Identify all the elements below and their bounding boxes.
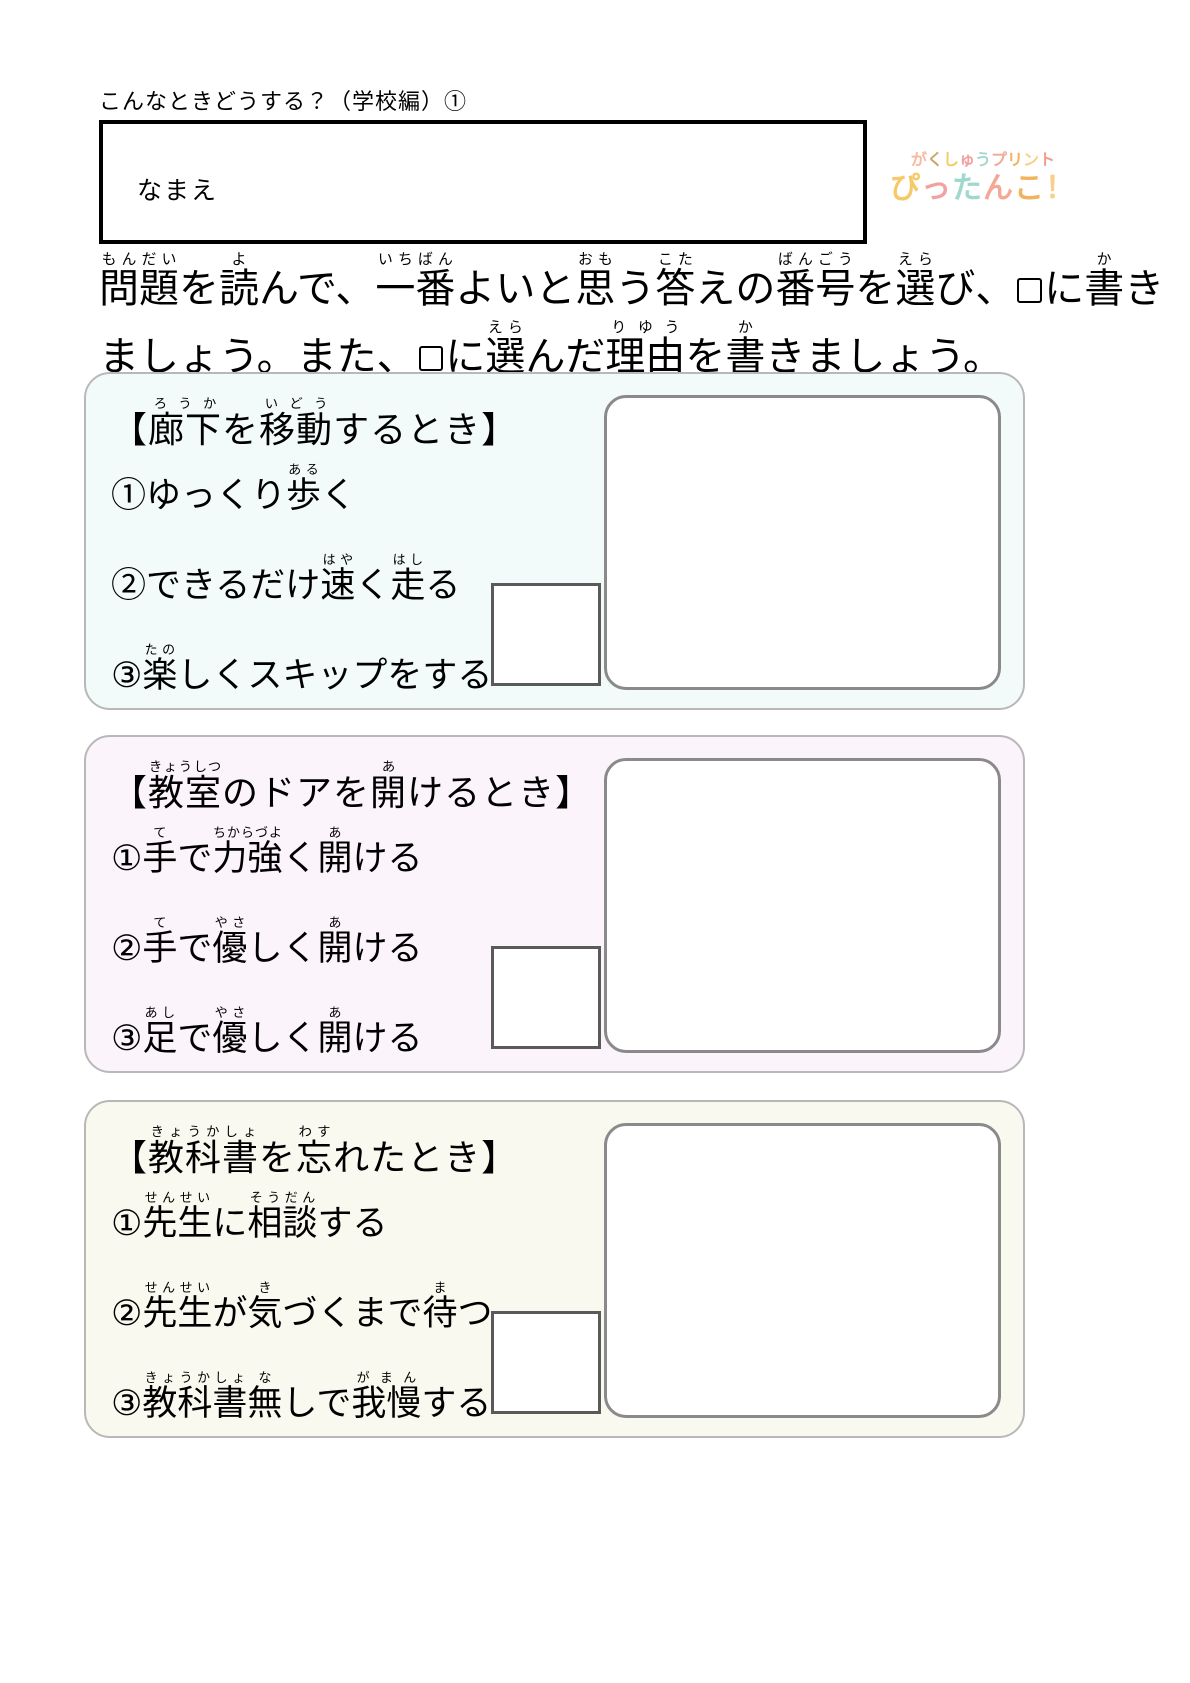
question-heading: 【教室きょうしつのドアを開あけるとき】: [111, 759, 593, 813]
logo-bottom-text: ぴったんこ！: [890, 171, 1076, 206]
ruby-text: 速はや: [320, 552, 356, 605]
option-list: ①先生せんせいに相談そうだんする ②先生せんせいが気きづくまで待まつ ③教科書きょう…: [111, 1190, 631, 1426]
page-title: こんなときどうする？（学校編）①: [99, 89, 468, 114]
instruction-line-1: 問題もんだいを読よんで、一番いちばんよいと思おもう答こたえの番号ばんごうを選えら…: [99, 252, 1165, 311]
ruby-text: 廊下ろうか: [148, 396, 223, 450]
ruby-text: 書か: [725, 320, 766, 379]
ruby-text: 忘わす: [296, 1124, 334, 1178]
question-heading: 【廊下ろうかを移動いどうするとき】: [111, 396, 519, 450]
name-label: なまえ: [137, 178, 219, 205]
ruby-text: 理由りゆう: [605, 320, 686, 379]
option-item[interactable]: ②先生せんせいが気きづくまで待まつ: [111, 1280, 493, 1333]
option-item[interactable]: ②手てで優やさしく開あける: [111, 915, 423, 968]
ruby-text: 待ま: [422, 1280, 458, 1333]
option-item[interactable]: ①ゆっくり歩あるく: [111, 462, 357, 515]
ruby-text: 相談そうだん: [247, 1190, 318, 1243]
ruby-text: 答こた: [655, 252, 696, 311]
reason-writing-box[interactable]: [604, 395, 1001, 690]
ruby-text: 教科書きょうかしょ: [148, 1124, 260, 1178]
ruby-text: 読よ: [219, 252, 259, 311]
instruction-text: 問題もんだいを読よんで、一番いちばんよいと思おもう答こたえの番号ばんごうを選えら…: [99, 252, 1165, 388]
ruby-text: 開あ: [317, 1005, 353, 1058]
ruby-text: 我慢がまん: [351, 1370, 422, 1423]
answer-number-box[interactable]: [491, 583, 601, 686]
ruby-text: 優やさ: [212, 915, 248, 968]
name-field[interactable]: なまえ: [99, 120, 867, 244]
question-card-2: 【教室きょうしつのドアを開あけるとき】 ①手てで力強ちからづよく開あける ②手てで…: [84, 735, 1025, 1073]
ruby-text: 番号ばんごう: [775, 252, 856, 311]
ruby-text: 先生せんせい: [142, 1190, 213, 1243]
ruby-text: 手て: [142, 825, 178, 878]
question-card-3: 【教科書きょうかしょを忘わすれたとき】 ①先生せんせいに相談そうだんする ②先生せ…: [84, 1100, 1025, 1438]
option-item[interactable]: ③楽たのしくスキップをする: [111, 642, 493, 695]
question-card-1: 【廊下ろうかを移動いどうするとき】 ①ゆっくり歩あるく ②できるだけ速はやく走はし…: [84, 372, 1025, 710]
ruby-text: 歩ある: [286, 462, 322, 515]
option-list: ①ゆっくり歩あるく ②できるだけ速はやく走はしる ③楽たのしくスキップをする: [111, 462, 631, 698]
option-item[interactable]: ③教科書きょうかしょ無なしで我慢がまんする: [111, 1370, 492, 1423]
ruby-text: 優やさ: [212, 1005, 248, 1058]
answer-square-glyph: [1017, 278, 1043, 303]
option-list: ①手てで力強ちからづよく開あける ②手てで優やさしく開あける ③足あしで優やさしく開…: [111, 825, 631, 1061]
ruby-text: 教室きょうしつ: [148, 759, 223, 813]
ruby-text: 楽たの: [142, 642, 178, 695]
answer-number-box[interactable]: [491, 946, 601, 1049]
instruction-line-2: ましょう。また、に選えらんだ理由りゆうを書かきましょう。: [99, 320, 1004, 379]
ruby-text: 開あ: [370, 759, 408, 813]
ruby-text: 先生せんせい: [142, 1280, 213, 1333]
ruby-text: 力強ちからづよ: [212, 825, 283, 878]
ruby-text: 足あし: [142, 1005, 178, 1058]
ruby-text: 手て: [142, 915, 178, 968]
logo-top-text: がくしゅうプリント: [910, 150, 1056, 169]
ruby-text: 選えら: [485, 320, 526, 379]
reason-writing-box[interactable]: [604, 758, 1001, 1053]
option-item[interactable]: ①先生せんせいに相談そうだんする: [111, 1190, 388, 1243]
ruby-text: 気き: [247, 1280, 283, 1333]
ruby-text: 開あ: [317, 825, 353, 878]
ruby-text: 一番いちばん: [375, 252, 456, 311]
reason-writing-box[interactable]: [604, 1123, 1001, 1418]
brand-logo: がくしゅうプリント ぴったんこ！: [890, 148, 1076, 220]
option-item[interactable]: ②できるだけ速はやく走はしる: [111, 552, 461, 605]
ruby-text: 思おも: [575, 252, 616, 311]
ruby-text: 移動いどう: [259, 396, 334, 450]
ruby-text: 問題もんだい: [99, 252, 179, 311]
ruby-text: 選えら: [895, 252, 936, 311]
ruby-text: 書か: [1084, 252, 1125, 311]
question-heading: 【教科書きょうかしょを忘わすれたとき】: [111, 1124, 519, 1178]
answer-number-box[interactable]: [491, 1311, 601, 1414]
answer-square-glyph: [418, 346, 444, 371]
option-item[interactable]: ③足あしで優やさしく開あける: [111, 1005, 423, 1058]
ruby-text: 開あ: [317, 915, 353, 968]
ruby-text: 無な: [247, 1370, 283, 1423]
ruby-text: 走はし: [390, 552, 426, 605]
option-item[interactable]: ①手てで力強ちからづよく開あける: [111, 825, 423, 878]
ruby-text: 教科書きょうかしょ: [142, 1370, 248, 1423]
